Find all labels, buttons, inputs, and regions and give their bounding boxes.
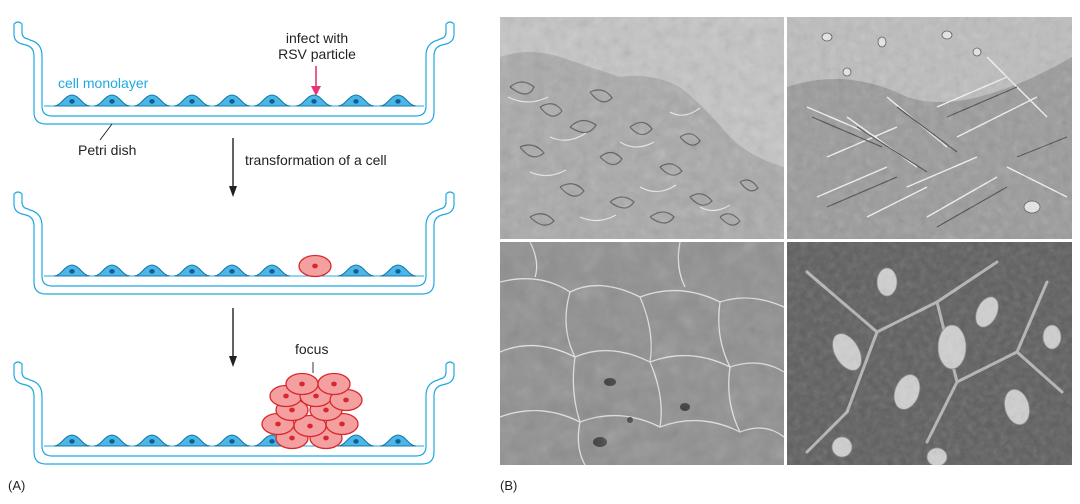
cell-monolayer-3 [54,435,416,446]
down-arrow-1 [229,138,237,197]
infect-label: infect with RSV particle [272,30,362,62]
focus-cell-cluster [262,374,362,449]
panel-a-letter: (A) [8,478,25,493]
micrograph-normal-phase-contrast [500,17,784,239]
micrograph-transformed-sem [787,242,1072,465]
panel-b-letter: (B) [500,478,517,493]
petri-dish-label: Petri dish [78,142,136,158]
cell-monolayer-label: cell monolayer [58,75,148,91]
infect-arrow [311,66,321,96]
transformed-cell [299,256,331,277]
petri-dish-3 [14,362,454,464]
infect-label-line-1: infect with [272,30,362,46]
micrograph-normal-sem [500,242,784,465]
petri-dish-leader [100,124,112,140]
panel-a-schematic: cell monolayer infect with RSV particle … [0,0,480,499]
cell-monolayer-2 [54,265,416,276]
focus-label: focus [295,341,328,357]
down-arrow-2 [229,308,237,367]
infect-label-line-2: RSV particle [272,46,362,62]
transformation-label: transformation of a cell [245,152,387,168]
micrograph-transformed-phase-contrast [787,17,1072,239]
petri-dish-2 [14,192,454,294]
cell-monolayer-1 [54,95,416,106]
